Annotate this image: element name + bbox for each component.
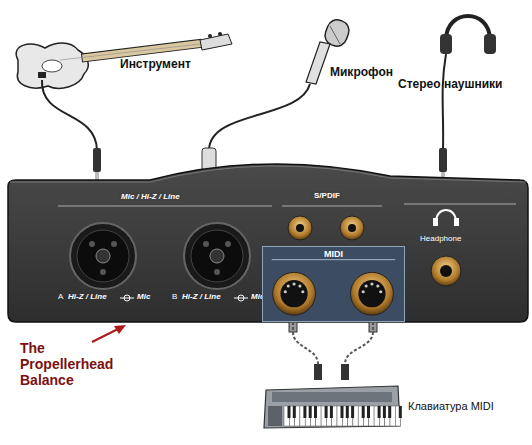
part-label: Микрофон: [330, 66, 393, 80]
bass-guitar: [16, 32, 232, 88]
midi-keyboard: Клавиатура MIDI: [262, 380, 402, 430]
part-label: Headphone: [420, 234, 461, 243]
part-label: Mic / Hi-Z / Line: [118, 192, 183, 201]
part-label: A: [58, 292, 63, 301]
midi-cable: [293, 322, 318, 364]
midi-section: MIDI: [262, 246, 405, 322]
interface-panel: [8, 164, 528, 322]
part-label: Mic: [137, 292, 150, 301]
part-label: S/PDIF: [311, 191, 343, 200]
part-label: Hi-Z / Line: [182, 292, 221, 301]
part-label: The Propellerhead Balance: [20, 340, 132, 388]
part-label: Инструмент: [120, 58, 191, 72]
keyboard-label: Клавиатура MIDI: [408, 400, 494, 412]
part-label: B: [172, 292, 177, 301]
headphones: [440, 16, 496, 54]
combo-jack: [70, 223, 136, 289]
combo-jack: [184, 223, 250, 289]
part-label: Стерео наушники: [398, 78, 503, 92]
section-title: MIDI: [320, 249, 347, 259]
midi-cable: [345, 322, 373, 364]
part-label: Hi-Z / Line: [68, 292, 107, 301]
